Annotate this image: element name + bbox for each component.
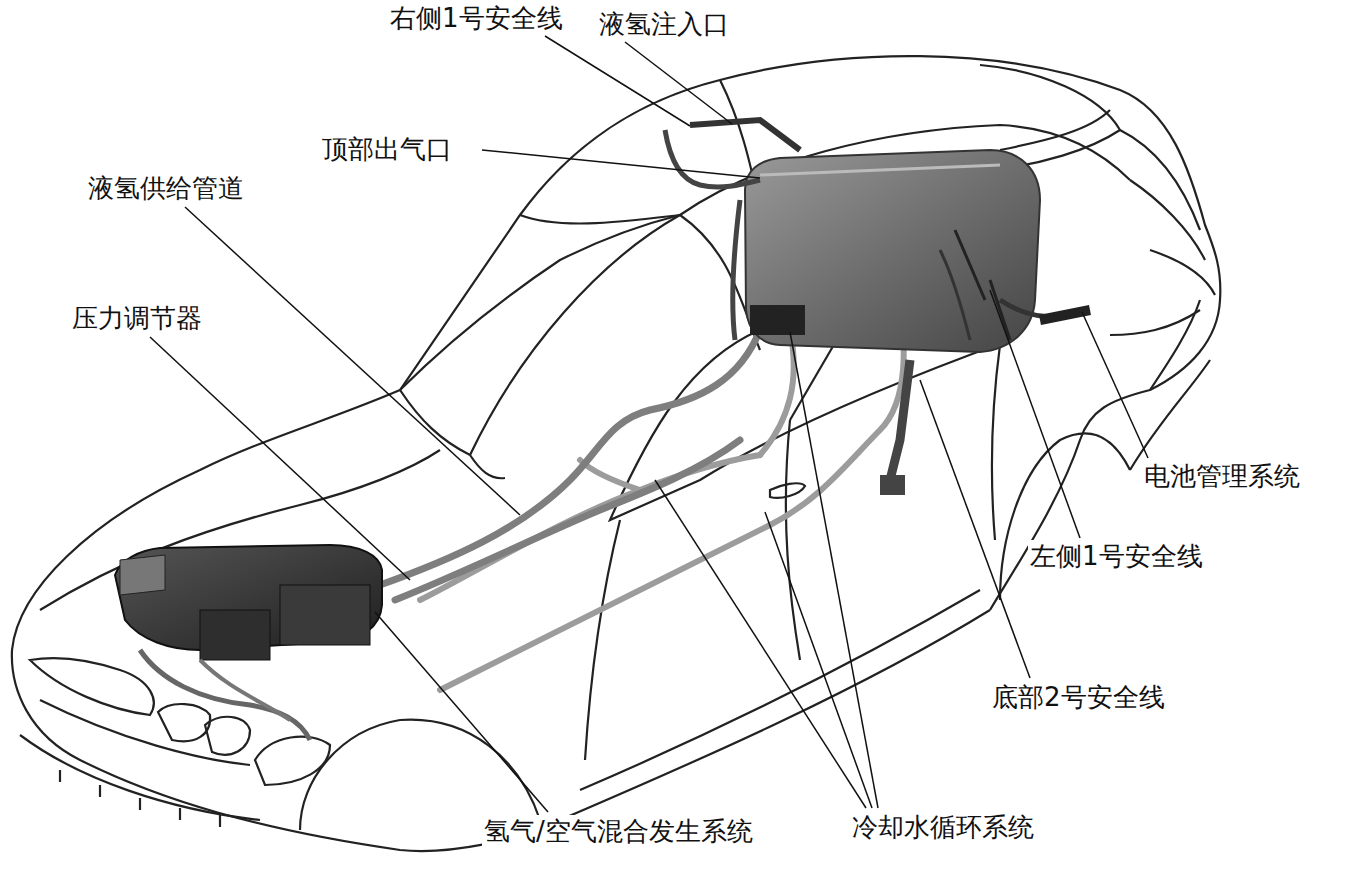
engine-block <box>115 545 382 740</box>
hydrogen-tank <box>665 120 1090 495</box>
callout-label: 氢气/空气混合发生系统 <box>482 815 755 847</box>
callout-label: 顶部出气口 <box>320 133 454 165</box>
car-outline <box>12 56 1220 851</box>
callout-label: 左侧1号安全线 <box>1028 540 1205 572</box>
callout-label: 液氢供给管道 <box>86 172 246 204</box>
callout-label: 电池管理系统 <box>1142 460 1302 492</box>
callout-label: 右侧1号安全线 <box>388 2 565 34</box>
hydrogen-supply-pipe <box>380 330 760 600</box>
cooling-pipes <box>420 300 904 690</box>
callout-label: 压力调节器 <box>70 302 204 334</box>
callout-label: 液氢注入口 <box>597 8 731 40</box>
callout-label: 底部2号安全线 <box>990 681 1167 713</box>
callout-label: 冷却水循环系统 <box>850 811 1036 843</box>
